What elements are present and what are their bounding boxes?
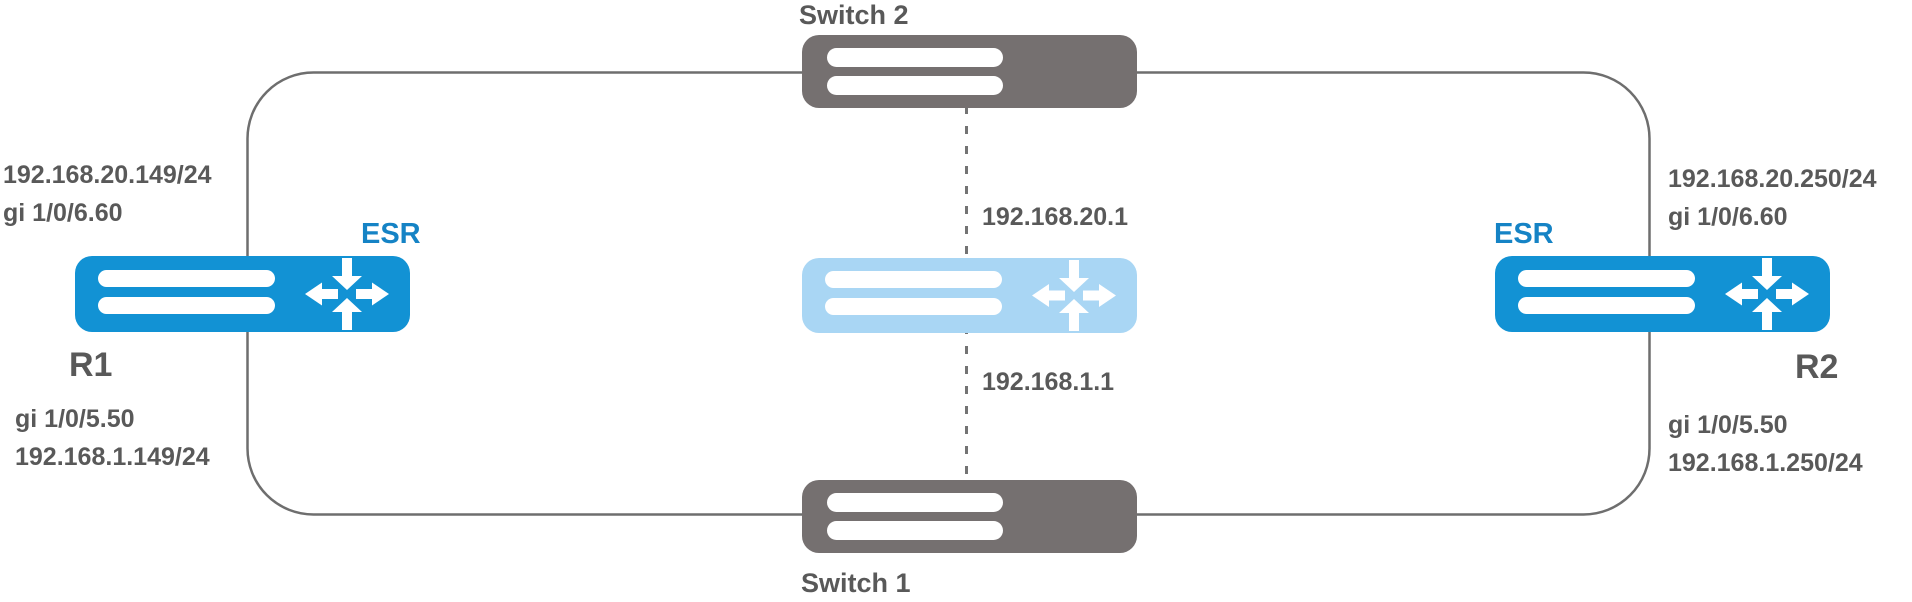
r1-downlink-label: gi 1/0/5.50 192.168.1.149/24 <box>15 400 210 476</box>
switch-slot-bar <box>827 48 1003 67</box>
r1-ip-top: 192.168.20.149/24 <box>3 161 212 189</box>
switch-body <box>802 35 1137 108</box>
r2-ip-top: 192.168.20.250/24 <box>1668 165 1877 193</box>
r1-ip-bottom: 192.168.1.149/24 <box>15 443 210 471</box>
r1-iface-top: gi 1/0/6.60 <box>3 199 123 227</box>
virtual-ip-top-label: 192.168.20.1 <box>982 203 1128 231</box>
r1-iface-bottom: gi 1/0/5.50 <box>15 405 135 433</box>
router-slot-bar <box>1518 297 1695 314</box>
virtual-router-icon <box>802 258 1137 333</box>
r2-name-label: R2 <box>1795 348 1839 386</box>
r2-ip-bottom: 192.168.1.250/24 <box>1668 449 1863 477</box>
switch1-label: Switch 1 <box>801 568 911 598</box>
r1-uplink-label: 192.168.20.149/24 gi 1/0/6.60 <box>3 156 212 232</box>
router-r1-icon <box>75 256 410 332</box>
switch2-icon <box>802 35 1137 108</box>
r1-device-label: ESR <box>361 218 421 250</box>
router-arrows-icon <box>305 258 389 330</box>
router-slot-bar <box>1518 270 1695 287</box>
switch1-icon <box>802 480 1137 553</box>
r2-downlink-label: gi 1/0/5.50 192.168.1.250/24 <box>1668 406 1863 482</box>
router-arrows-icon <box>1032 260 1116 331</box>
r2-uplink-label: 192.168.20.250/24 gi 1/0/6.60 <box>1668 160 1877 236</box>
r2-iface-bottom: gi 1/0/5.50 <box>1668 411 1788 439</box>
router-slot-bar <box>825 298 1002 315</box>
r1-name-label: R1 <box>69 346 113 384</box>
switch-slot-bar <box>827 493 1003 512</box>
switch-body <box>802 480 1137 553</box>
r2-device-label: ESR <box>1494 218 1554 250</box>
router-slot-bar <box>825 271 1002 288</box>
router-slot-bar <box>98 270 275 287</box>
r2-iface-top: gi 1/0/6.60 <box>1668 203 1788 231</box>
router-slot-bar <box>98 297 275 314</box>
virtual-ip-bottom-label: 192.168.1.1 <box>982 368 1115 396</box>
router-r2-icon <box>1495 256 1830 332</box>
switch-slot-bar <box>827 76 1003 95</box>
switch2-label: Switch 2 <box>799 0 909 30</box>
switch-slot-bar <box>827 521 1003 540</box>
router-arrows-icon <box>1725 258 1809 330</box>
